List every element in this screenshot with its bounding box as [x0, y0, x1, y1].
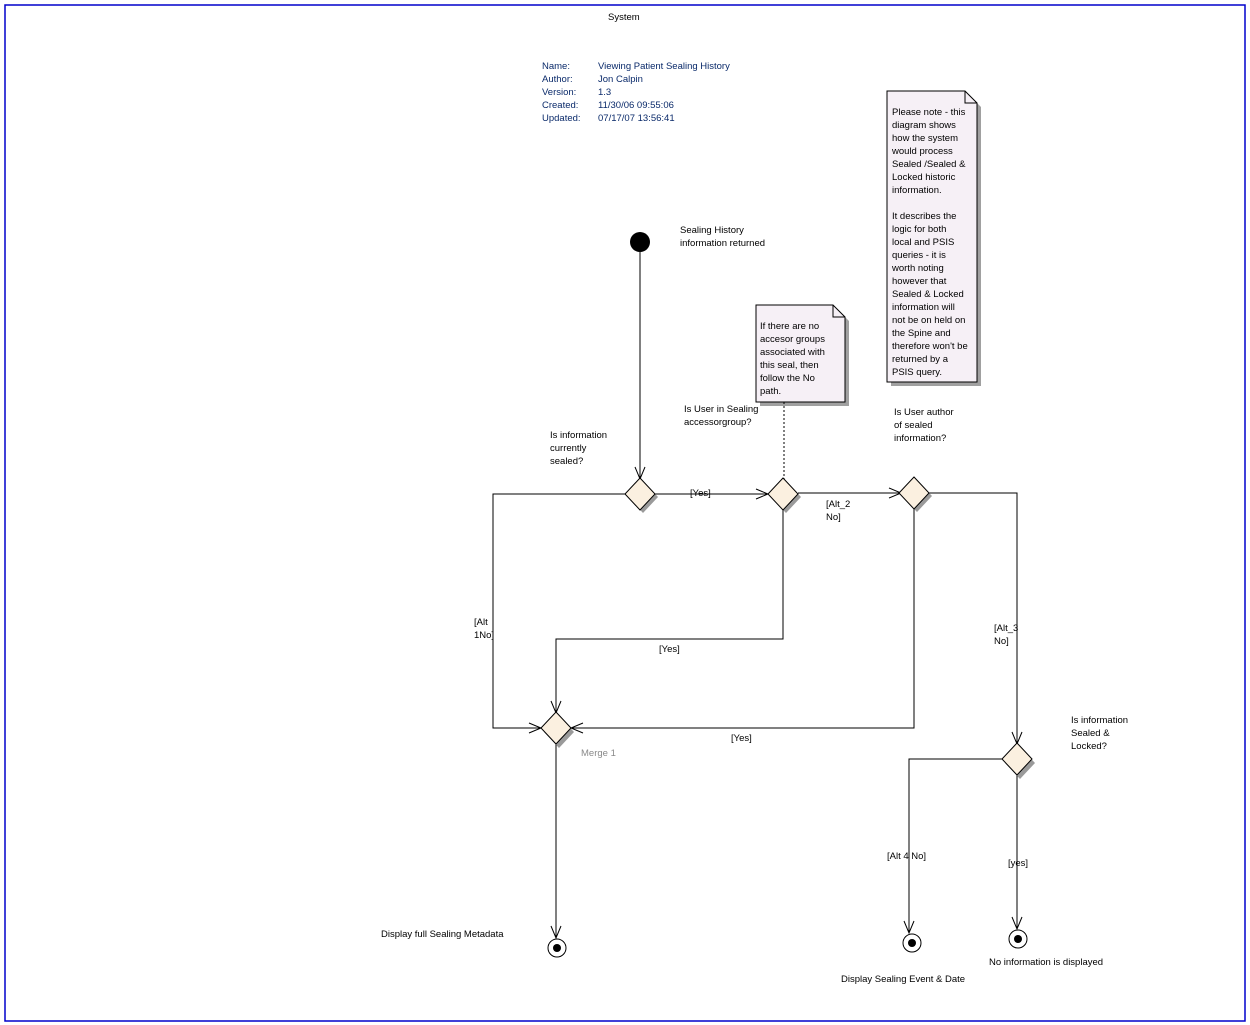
- note-line: would process: [891, 146, 953, 157]
- edge-label-alt1: 1No]: [474, 630, 494, 641]
- edge-label-alt3: No]: [994, 636, 1009, 647]
- note-line: information.: [892, 185, 942, 196]
- d1-label: Is information: [550, 430, 607, 441]
- note-line: If there are no: [760, 321, 819, 332]
- edge-label-yes1: [Yes]: [690, 488, 711, 499]
- edge-label-yes3: [Yes]: [731, 733, 752, 744]
- frame-title: System: [608, 12, 640, 23]
- start-label: information returned: [680, 238, 765, 249]
- meta-value: 11/30/06 09:55:06: [598, 100, 674, 111]
- edge-label-alt4: [Alt 4 No]: [887, 851, 926, 862]
- d3-label: of sealed: [894, 420, 933, 431]
- note-line: queries - it is: [892, 250, 946, 261]
- meta-value: Viewing Patient Sealing History: [598, 61, 730, 72]
- note-line: local and PSIS: [892, 237, 954, 248]
- edge-label-alt3: [Alt_3: [994, 623, 1018, 634]
- edge-label-alt1: [Alt: [474, 617, 488, 628]
- final-node-event-date: [902, 933, 922, 953]
- edge-d4-to-end2: [908, 758, 1002, 933]
- note-line: diagram shows: [892, 120, 956, 131]
- note-line: path.: [760, 386, 781, 397]
- final-node-full-metadata: [547, 938, 567, 958]
- note-line: associated with: [760, 347, 825, 358]
- merge-label: Merge 1: [581, 748, 616, 759]
- edge-d2-to-merge: [555, 509, 784, 713]
- meta-value: Jon Calpin: [598, 74, 643, 85]
- note-line: returned by a: [892, 354, 949, 365]
- start-label: Sealing History: [680, 225, 744, 236]
- note-line: this seal, then: [760, 360, 819, 371]
- edge-label-alt2: No]: [826, 512, 841, 523]
- note-line: how the system: [892, 133, 958, 144]
- note-line: accesor groups: [760, 334, 825, 345]
- note-line: Sealed & Locked: [892, 289, 964, 300]
- edge-d3-to-merge: [571, 508, 915, 729]
- d3-label: Is User author: [894, 407, 954, 418]
- decision-node-sealed: [624, 477, 658, 513]
- system-note-text: Please note - this diagram shows how the…: [891, 107, 968, 378]
- d4-label: Locked?: [1071, 741, 1107, 752]
- end1-label: Display full Sealing Metadata: [381, 929, 504, 940]
- note-line: not be on held on: [892, 315, 965, 326]
- decision-node-accessor: [767, 477, 801, 513]
- end3-label: No information is displayed: [989, 957, 1103, 968]
- d4-label: Is information: [1071, 715, 1128, 726]
- meta-value: 1.3: [598, 87, 611, 98]
- d2-label: accessorgroup?: [684, 417, 752, 428]
- edge-label-alt2: [Alt_2: [826, 499, 850, 510]
- note-line: information will: [892, 302, 955, 313]
- metadata-block: Name: Viewing Patient Sealing History Au…: [542, 61, 730, 124]
- note-line: the Spine and: [892, 328, 951, 339]
- edge-label-yes2: [Yes]: [659, 644, 680, 655]
- d2-label: Is User in Sealing: [684, 404, 758, 415]
- edge-d1-to-merge: [492, 493, 625, 729]
- d3-label: information?: [894, 433, 946, 444]
- meta-key: Version:: [542, 87, 576, 98]
- decision-node-locked: [1001, 742, 1035, 779]
- note-line: Sealed /Sealed &: [892, 159, 966, 170]
- meta-key: Updated:: [542, 113, 581, 124]
- meta-key: Created:: [542, 100, 578, 111]
- decision-node-author: [898, 476, 932, 512]
- note-line: Please note - this: [892, 107, 966, 118]
- end2-label: Display Sealing Event & Date: [841, 974, 965, 985]
- note-line: however that: [892, 276, 947, 287]
- accessor-note: If there are no accesor groups associate…: [755, 304, 849, 406]
- note-line: therefore won't be: [892, 341, 968, 352]
- edge-label-yes4: [yes]: [1008, 858, 1028, 869]
- final-node-no-info: [1008, 929, 1028, 949]
- d4-label: Sealed &: [1071, 728, 1110, 739]
- meta-key: Name:: [542, 61, 570, 72]
- note-line: It describes the: [892, 211, 956, 222]
- meta-value: 07/17/07 13:56:41: [598, 113, 675, 124]
- d1-label: currently: [550, 443, 587, 454]
- note-line: logic for both: [892, 224, 946, 235]
- initial-node: [630, 232, 650, 252]
- d1-label: sealed?: [550, 456, 583, 467]
- note-line: Locked historic: [892, 172, 956, 183]
- note-line: PSIS query.: [892, 367, 942, 378]
- note-line: worth noting: [891, 263, 944, 274]
- system-note: Please note - this diagram shows how the…: [886, 90, 981, 386]
- edge-d3-to-d4: [929, 492, 1018, 744]
- meta-key: Author:: [542, 74, 573, 85]
- note-line: follow the No: [760, 373, 815, 384]
- diagram-frame: [4, 4, 1246, 1022]
- merge-node: [540, 711, 574, 748]
